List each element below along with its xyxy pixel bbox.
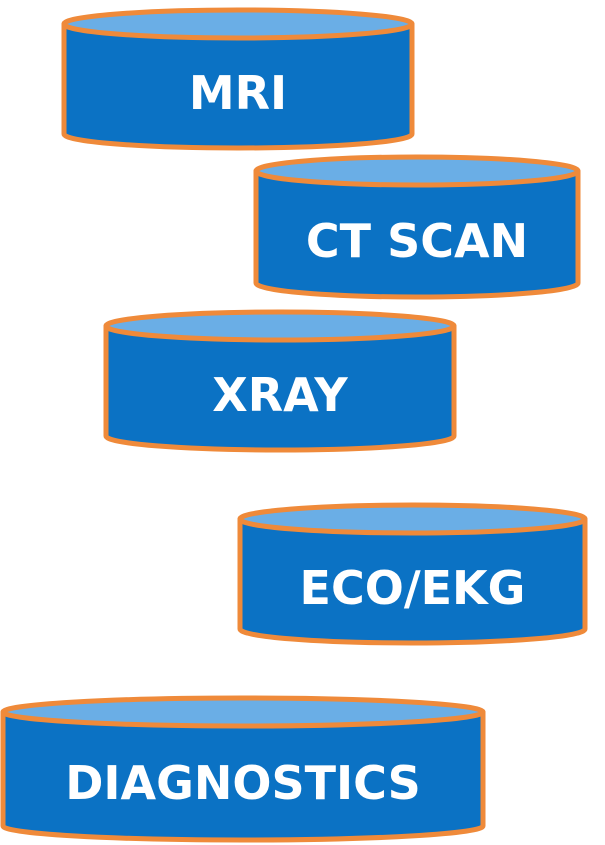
disk-label-eco-ekg: ECO/EKG <box>300 561 526 615</box>
disk-body <box>253 168 581 300</box>
disk-body <box>237 516 588 646</box>
disk-body <box>0 709 486 843</box>
disk-body <box>103 323 457 453</box>
disk-label-ct-scan: CT SCAN <box>306 214 528 268</box>
disk-top <box>61 7 415 41</box>
disk-xray: XRAY <box>103 309 457 453</box>
disk-label-mri: MRI <box>189 66 287 120</box>
disk-label-xray: XRAY <box>212 368 348 422</box>
disk-top <box>253 154 581 188</box>
disk-top <box>237 502 588 536</box>
disk-ct-scan: CT SCAN <box>253 154 581 300</box>
disk-mri: MRI <box>61 7 415 151</box>
disk-top <box>103 309 457 343</box>
disk-label-diagnostics: DIAGNOSTICS <box>65 756 421 810</box>
disk-eco-ekg: ECO/EKG <box>237 502 588 646</box>
disk-top <box>0 695 486 729</box>
disk-body <box>61 21 415 151</box>
disk-diagnostics: DIAGNOSTICS <box>0 695 486 843</box>
